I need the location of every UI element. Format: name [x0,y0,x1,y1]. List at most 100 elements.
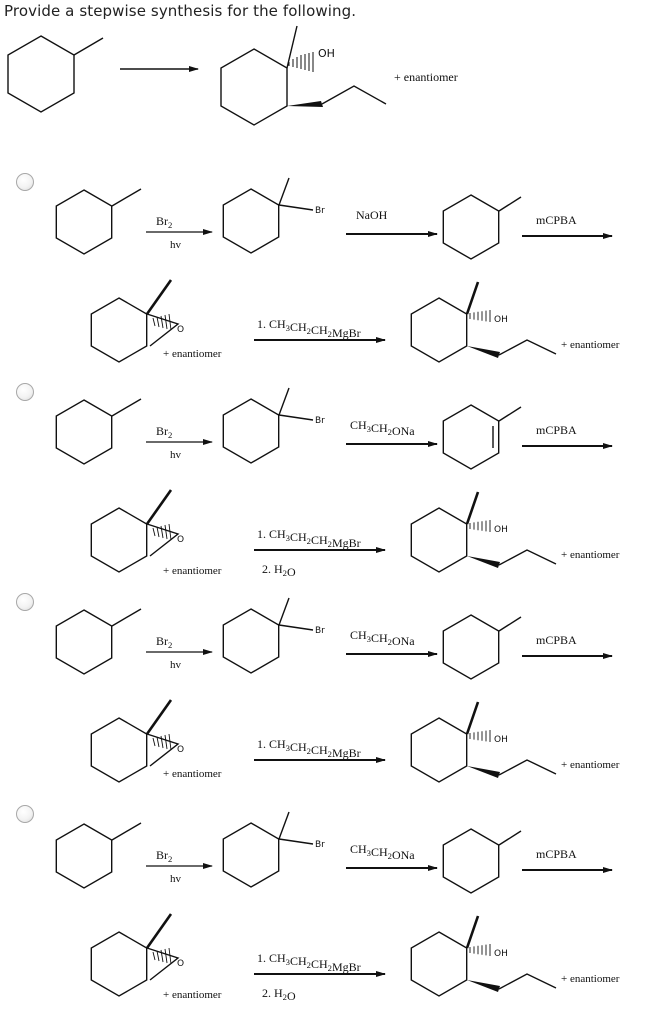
wedge-bond-propyl [467,980,500,992]
step4-reagent-label: 1. CH3CH2CH2MgBr [257,527,361,550]
propyl-chain [498,549,557,566]
methylcyclohexane-ring [55,609,113,675]
br-label: Br [315,840,325,850]
step2-reagent-label: CH3CH2ONa [350,842,415,862]
bromide-ring [222,608,280,674]
option-c-radio[interactable] [16,593,34,611]
methyl-bond [111,398,142,417]
product-enantiomer-note: + enantiomer [561,549,620,561]
methyl-bond [465,281,480,315]
hash-mark [164,948,168,964]
epoxide-bonds [146,733,180,767]
methyl-bond [278,177,290,206]
epoxide-ring [90,717,148,783]
step1-condition-label: hv [170,873,182,885]
hash-mark [156,950,160,962]
alkene-ring [442,404,500,470]
epoxide-ring [90,507,148,573]
bromide-ring [222,188,280,254]
hash-mark [164,524,168,540]
step2-reagent-label: CH3CH2ONa [350,628,415,648]
question-text: Provide a stepwise synthesis for the fol… [4,2,357,20]
hash-mark [160,315,164,329]
propyl-chain [498,339,557,356]
hash-wedge-oh [288,52,314,72]
wedge-bond-propyl [287,101,323,107]
c-br-bond [278,624,314,631]
hash-mark [152,527,156,537]
propyl-chain [321,85,387,105]
step4-reagent-label: 1. CH3CH2CH2MgBr [257,737,361,760]
hash-mark [156,526,160,538]
methyl-bond [498,616,522,632]
o-label: O [177,325,184,335]
oh-label: OH [494,525,508,535]
step1-reagent-label: Br2 [156,848,172,864]
methyl-bond [73,37,104,56]
o-label: O [177,959,184,969]
product-enantiomer-note: + enantiomer [561,759,620,771]
hash-mark [156,316,160,328]
step4-workup-label: 2. H2O [262,562,296,579]
alkene-ring [442,828,500,894]
step1-condition-label: hv [170,659,182,671]
hash-mark [160,735,164,749]
methylcyclohexane-ring [55,823,113,889]
oh-label: OH [494,735,508,745]
br-label: Br [315,416,325,426]
step2-reagent-label: CH3CH2ONa [350,418,415,438]
c-br-bond [278,838,314,845]
methyl-bond [498,406,522,422]
epoxide-ring [90,297,148,363]
methyl-bond [145,279,173,315]
oh-label: OH [318,47,335,60]
product-ring [410,297,468,363]
epoxide-ring [90,931,148,997]
o-label: O [177,535,184,545]
methyl-bond [278,811,290,840]
epoxide-bonds [146,523,180,557]
option-b-radio[interactable] [16,383,34,401]
product-ring [410,931,468,997]
epoxide-enantiomer-note: + enantiomer [163,768,222,780]
hash-mark [160,949,164,963]
step3-reagent-label: mCPBA [536,213,577,227]
c-br-bond [278,414,314,421]
product-enantiomer-note: + enantiomer [561,339,620,351]
methyl-bond [286,25,298,69]
step4-workup-label: 2. H2O [262,986,296,1003]
bromide-ring [222,822,280,888]
hash-mark [168,313,172,331]
option-d-radio[interactable] [16,805,34,823]
o-label: O [177,745,184,755]
step4-reagent-label: 1. CH3CH2CH2MgBr [257,951,361,974]
methylcyclohexane-ring [55,189,113,255]
epoxide-bonds [146,313,180,347]
hash-mark [156,736,160,748]
alkene-ring [442,194,500,260]
epoxide-bonds [146,947,180,981]
methyl-bond [111,608,142,627]
product-enantiomer-note: + enantiomer [561,973,620,985]
hash-mark [164,734,168,750]
wedge-bond-propyl [467,766,500,778]
target-product-ring [220,48,288,126]
methyl-bond [278,387,290,416]
target-reaction [7,25,298,126]
bromide-ring [222,398,280,464]
propyl-chain [498,973,557,990]
epoxide-enantiomer-note: + enantiomer [163,989,222,1001]
hash-mark [164,314,168,330]
methyl-bond [465,915,480,949]
option-a-radio[interactable] [16,173,34,191]
starting-material-ring [7,35,75,113]
br-label: Br [315,206,325,216]
hash-mark [168,947,172,965]
methyl-bond [145,699,173,735]
hash-mark [152,737,156,747]
methyl-bond [145,489,173,525]
step1-condition-label: hv [170,449,182,461]
